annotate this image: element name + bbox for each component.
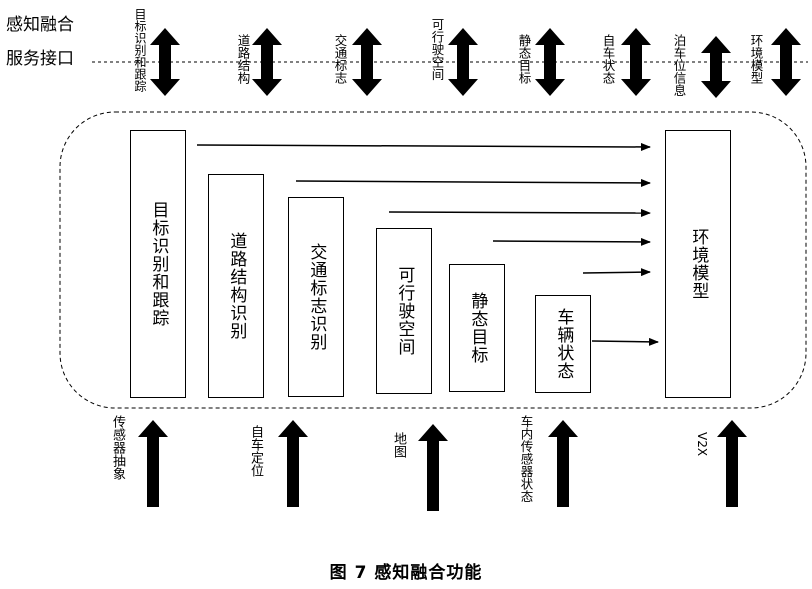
module-vehicle-state: 车辆状态 <box>535 295 591 393</box>
interface-arrow-1 <box>150 28 180 96</box>
interface-label-traffic-sign: 交通标志 <box>332 34 348 84</box>
interface-label-drivable-space: 可行驶空间 <box>429 18 445 81</box>
interface-label-road-structure: 道路结构 <box>235 34 251 84</box>
module-traffic-sign-label: 交通标志识别 <box>306 243 327 351</box>
figure-caption: 图 7 感知融合功能 <box>329 563 483 583</box>
interface-arrow-4 <box>448 28 478 96</box>
interface-title-line2: 服务接口 <box>6 49 74 69</box>
fusion-container <box>59 111 807 409</box>
input-arrows <box>138 420 747 511</box>
arrow-module-5 <box>582 268 651 277</box>
interface-arrow-8 <box>771 28 801 96</box>
input-label-map: 地图 <box>391 432 407 458</box>
interface-arrows <box>150 28 801 98</box>
module-drivable-space-label: 可行驶空间 <box>394 266 415 356</box>
arrow-module-1 <box>196 142 651 151</box>
module-static-object: 静态目标 <box>449 264 505 392</box>
module-output-arrows <box>196 142 659 346</box>
interface-label-env-model: 环境模型 <box>748 34 764 84</box>
input-label-v2x: V2X <box>695 432 709 457</box>
module-road-structure: 道路结构识别 <box>208 174 264 398</box>
input-label-in-vehicle-sensor-state: 车内传感器状态 <box>518 415 534 503</box>
arrow-module-4 <box>492 237 651 246</box>
input-arrow-3 <box>418 424 448 511</box>
module-environment-model-label: 环境模型 <box>688 228 709 300</box>
interface-label-static-object: 静态目标 <box>516 34 532 84</box>
module-object-tracking-label: 目标识别和跟踪 <box>148 201 169 327</box>
arrow-module-3 <box>388 208 651 217</box>
interface-label-parking-slot: 泊车位信息 <box>671 34 687 97</box>
interface-arrow-3 <box>352 28 382 96</box>
module-environment-model: 环境模型 <box>665 130 731 398</box>
interface-arrow-6 <box>621 28 651 96</box>
module-static-object-label: 静态目标 <box>467 292 488 364</box>
input-arrow-2 <box>278 420 308 507</box>
module-vehicle-state-label: 车辆状态 <box>553 308 574 380</box>
interface-arrow-2 <box>252 28 282 96</box>
arrow-module-2 <box>295 178 651 187</box>
interface-arrow-7 <box>701 36 731 98</box>
module-object-tracking: 目标识别和跟踪 <box>130 130 186 398</box>
module-traffic-sign: 交通标志识别 <box>288 197 344 397</box>
arrow-module-6 <box>591 337 659 346</box>
module-drivable-space: 可行驶空间 <box>376 228 432 394</box>
input-arrow-5 <box>717 420 747 507</box>
interface-arrow-5 <box>535 28 565 96</box>
module-road-structure-label: 道路结构识别 <box>226 232 247 340</box>
input-arrow-1 <box>138 420 168 507</box>
interface-title-line1: 感知融合 <box>6 15 74 35</box>
input-arrow-4 <box>548 420 578 507</box>
input-label-sensor-abstraction: 传感器抽象 <box>110 415 126 480</box>
interface-label-object-tracking: 目标识别和跟踪 <box>132 8 147 92</box>
input-label-ego-localization: 自车定位 <box>248 425 264 477</box>
interface-label-ego-state: 自车状态 <box>600 34 616 84</box>
